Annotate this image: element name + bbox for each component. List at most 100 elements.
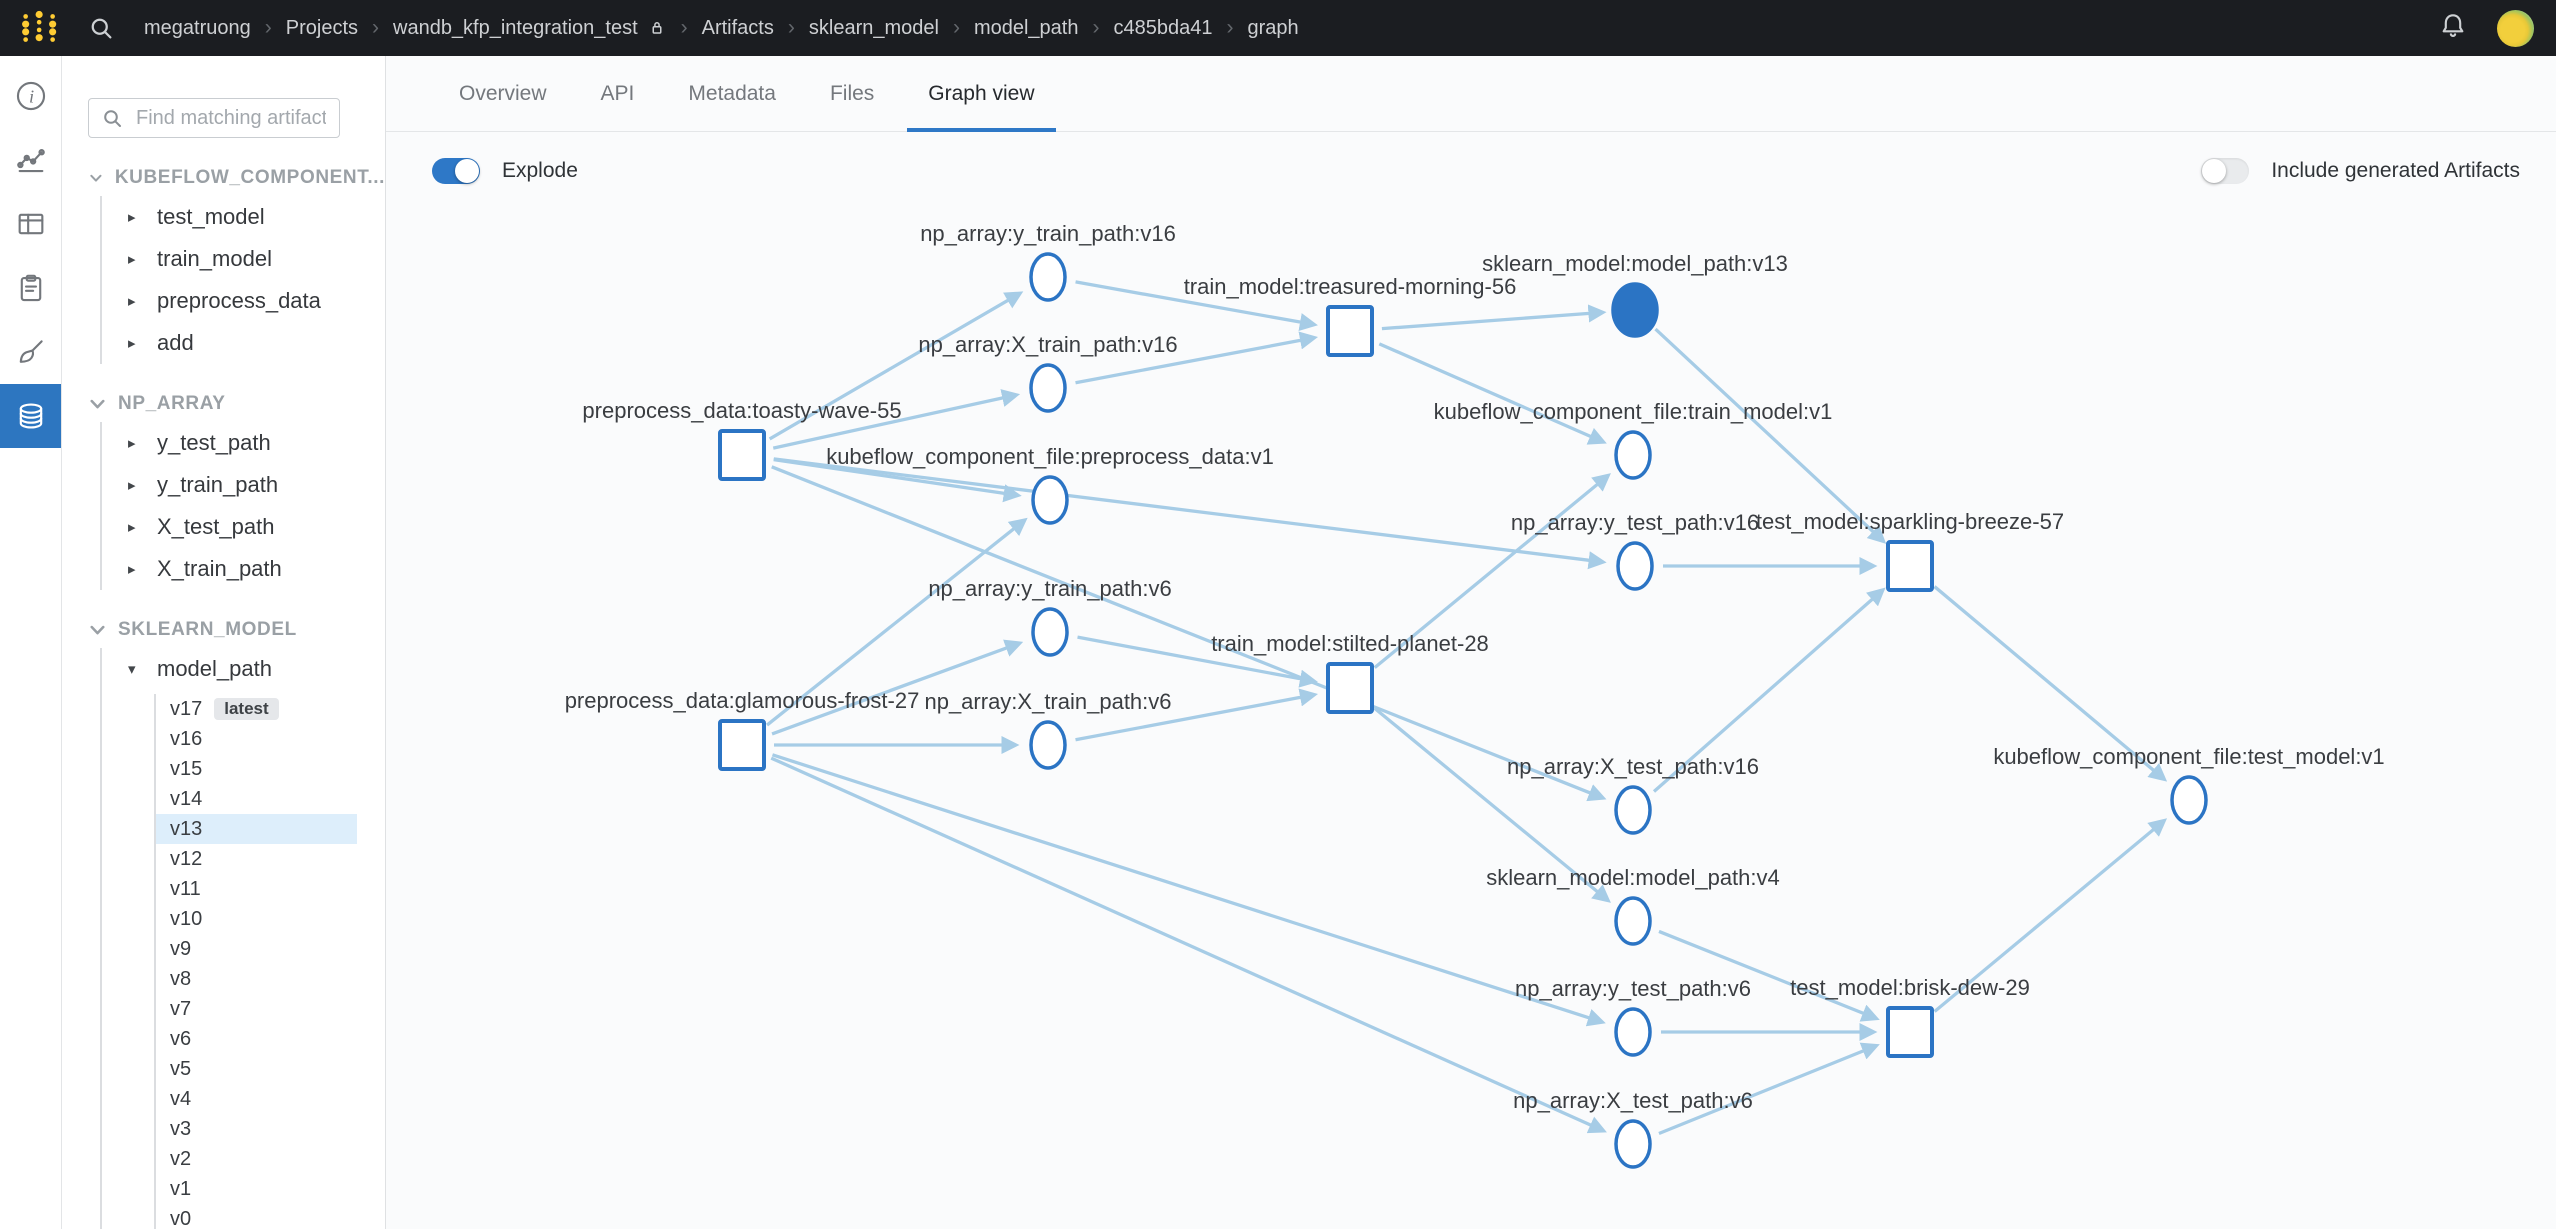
include-generated-toggle[interactable] xyxy=(2201,158,2250,184)
tab-api[interactable]: API xyxy=(600,81,635,105)
graph-canvas xyxy=(386,210,2556,1229)
breadcrumb-item[interactable]: graph xyxy=(1247,16,1299,39)
graph-node-preprocess_data:glamorous-frost-27[interactable] xyxy=(718,719,766,771)
version-label: v10 xyxy=(170,907,203,930)
breadcrumb-item[interactable]: model_path xyxy=(973,16,1079,39)
tree-item-label: model_path xyxy=(157,656,272,681)
version-row-v8[interactable]: v8 xyxy=(156,964,357,994)
avatar[interactable] xyxy=(2497,9,2534,47)
version-row-v10[interactable]: v10 xyxy=(156,904,357,934)
rail-item-table-icon[interactable] xyxy=(0,192,61,256)
breadcrumb-item[interactable]: c485bda41 xyxy=(1113,16,1213,39)
version-row-v11[interactable]: v11 xyxy=(156,874,357,904)
graph-node-sklearn_model:model_path:v13[interactable] xyxy=(1611,282,1659,338)
tree-section: NP_ARRAY ▸ y_test_path ▸y_train_path▸X_test… xyxy=(62,392,385,590)
tree-section-header[interactable]: NP_ARRAY xyxy=(62,392,385,416)
tree-item-test_model[interactable]: ▸test_model xyxy=(102,196,385,238)
version-row-v14[interactable]: v14 xyxy=(156,784,357,814)
version-row-v16[interactable]: v16 xyxy=(156,724,357,754)
search-input[interactable] xyxy=(134,105,328,131)
rail-item-logs-icon[interactable] xyxy=(0,256,61,320)
tree-section-header[interactable]: SKLEARN_MODEL xyxy=(62,618,385,642)
version-row-v1[interactable]: v1 xyxy=(156,1174,357,1204)
graph-node-train_model:treasured-morning-56[interactable] xyxy=(1326,305,1374,357)
version-row-v9[interactable]: v9 xyxy=(156,934,357,964)
tree-item-model_path[interactable]: ▾model_path xyxy=(102,648,385,690)
version-row-v7[interactable]: v7 xyxy=(156,994,357,1024)
rail-item-chart-icon[interactable] xyxy=(0,128,61,192)
tab-files[interactable]: Files xyxy=(829,81,875,105)
version-label: v5 xyxy=(170,1057,192,1080)
triangle-right-icon: ▸ xyxy=(128,209,136,226)
tree-item-preprocess_data[interactable]: ▸preprocess_data xyxy=(102,280,385,322)
version-row-v3[interactable]: v3 xyxy=(156,1114,357,1144)
breadcrumb-item[interactable]: Projects xyxy=(285,16,358,39)
tab-overview[interactable]: Overview xyxy=(459,81,547,105)
version-row-v4[interactable]: v4 xyxy=(156,1084,357,1114)
graph-node-np_array:y_train_path:v6[interactable] xyxy=(1031,607,1069,657)
chevron-down-icon xyxy=(90,625,105,634)
graph-node-np_array:X_train_path:v16[interactable] xyxy=(1029,363,1067,413)
breadcrumb-separator: › xyxy=(1092,16,1100,39)
tree-item-y_test_path[interactable]: ▸ y_test_path xyxy=(102,422,385,464)
graph-node-np_array:y_test_path:v16[interactable] xyxy=(1616,541,1654,591)
graph-node-test_model:brisk-dew-29[interactable] xyxy=(1886,1006,1934,1058)
tree-item-train_model[interactable]: ▸train_model xyxy=(102,238,385,280)
bell-icon[interactable] xyxy=(2437,10,2469,47)
tree-item-X_train_path[interactable]: ▸X_train_path xyxy=(102,548,385,590)
graph-node-test_model:sparkling-breeze-57[interactable] xyxy=(1886,540,1934,592)
graph-node-np_array:X_train_path:v6[interactable] xyxy=(1029,720,1067,770)
rail-item-broom-icon[interactable] xyxy=(0,320,61,384)
tab-metadata[interactable]: Metadata xyxy=(688,81,776,105)
version-row-v2[interactable]: v2 xyxy=(156,1144,357,1174)
rail-item-database-icon[interactable] xyxy=(0,384,61,448)
graph-node-sklearn_model:model_path:v4[interactable] xyxy=(1614,896,1652,946)
tree-section-header[interactable]: KUBEFLOW_COMPONENT... xyxy=(62,166,385,190)
breadcrumb-item[interactable]: wandb_kfp_integration_test xyxy=(393,17,667,40)
graph-node-np_array:y_train_path:v16[interactable] xyxy=(1029,252,1067,302)
tree-item-label: X_train_path xyxy=(157,556,282,581)
breadcrumb-separator: › xyxy=(680,16,688,39)
rail-item-info-icon[interactable]: i xyxy=(0,64,61,128)
toggle-knob xyxy=(455,159,479,183)
version-row-v5[interactable]: v5 xyxy=(156,1054,357,1084)
version-row-v12[interactable]: v12 xyxy=(156,844,357,874)
tree-item-label: y_test_path xyxy=(157,430,271,455)
graph-node-train_model:stilted-planet-28[interactable] xyxy=(1326,662,1374,714)
version-row-v0[interactable]: v0 xyxy=(156,1204,357,1229)
graph-node-kubeflow_component_file:test_model:v1[interactable] xyxy=(2170,775,2208,825)
database-icon xyxy=(19,403,42,429)
version-row-v6[interactable]: v6 xyxy=(156,1024,357,1054)
graph-node-kubeflow_component_file:preprocess_data:v1[interactable] xyxy=(1031,475,1069,525)
version-label: v17 xyxy=(170,697,203,720)
explode-toggle[interactable] xyxy=(432,158,480,184)
tree-section: KUBEFLOW_COMPONENT... ▸test_model▸train_m… xyxy=(62,166,385,364)
graph-node-np_array:y_test_path:v6[interactable] xyxy=(1614,1007,1652,1057)
graph-node-np_array:X_test_path:v6[interactable] xyxy=(1614,1119,1652,1169)
tree-item-add[interactable]: ▸add xyxy=(102,322,385,364)
tree-item-X_test_path[interactable]: ▸X_test_path xyxy=(102,506,385,548)
triangle-right-icon: ▸ xyxy=(128,519,136,536)
search-icon[interactable] xyxy=(86,13,116,43)
tab-graph-view[interactable]: Graph view xyxy=(901,56,1061,132)
version-label: v16 xyxy=(170,727,203,750)
breadcrumb-item[interactable]: sklearn_model xyxy=(808,16,939,39)
logs-icon xyxy=(20,274,41,302)
tree-item-label: preprocess_data xyxy=(157,288,321,313)
breadcrumb-item[interactable]: Artifacts xyxy=(701,16,774,39)
graph-node-kubeflow_component_file:train_model:v1[interactable] xyxy=(1614,430,1652,480)
graph-node-preprocess_data:toasty-wave-55[interactable] xyxy=(718,429,766,481)
top-navbar: megatruong › Projects › wandb_kfp_integratio… xyxy=(0,0,2556,56)
breadcrumb-item[interactable]: megatruong xyxy=(144,16,251,39)
graph-node-np_array:X_test_path:v16[interactable] xyxy=(1614,785,1652,835)
triangle-right-icon: ▸ xyxy=(128,435,136,452)
tree-item-y_train_path[interactable]: ▸y_train_path xyxy=(102,464,385,506)
breadcrumb-separator: › xyxy=(372,16,379,39)
version-row-v15[interactable]: v15 xyxy=(156,754,357,784)
version-row-v13[interactable]: v13 xyxy=(156,814,357,844)
toggle-knob xyxy=(2202,159,2227,183)
section-label: NP_ARRAY xyxy=(118,393,226,414)
